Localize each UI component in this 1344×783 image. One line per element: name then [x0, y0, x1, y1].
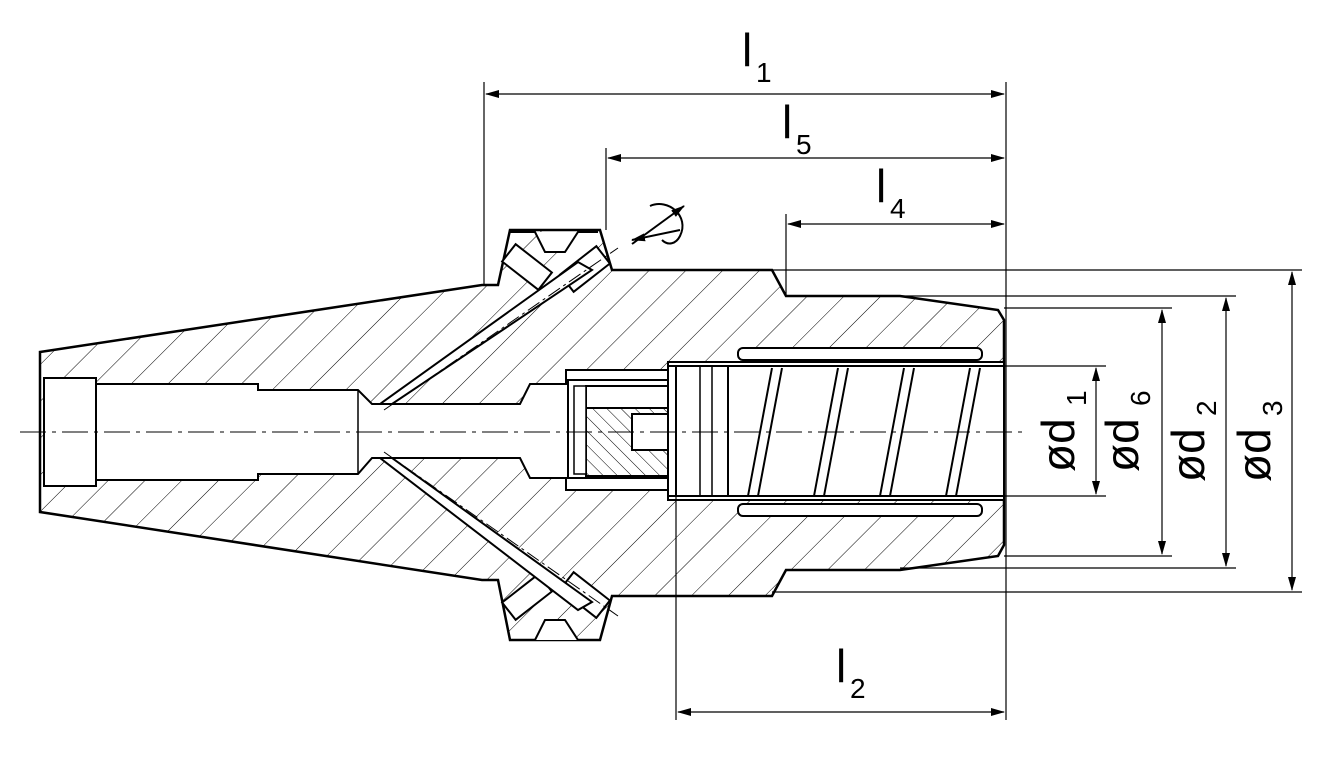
adjusting-screw	[567, 379, 669, 479]
label-l2: l 2	[836, 640, 866, 704]
label-d6-sub: 6	[1125, 390, 1156, 406]
label-d6: ød 6	[1096, 390, 1156, 472]
label-l2-sub: 2	[850, 673, 866, 704]
label-d1-sub: 1	[1061, 390, 1092, 406]
label-d3-sub: 3	[1257, 400, 1288, 416]
rotation-direction-icon	[631, 203, 685, 245]
collet	[667, 347, 1005, 517]
label-d2-main: ød	[1162, 428, 1214, 482]
coolant-channels	[376, 247, 619, 617]
label-l4-main: l	[876, 160, 886, 212]
label-d3-main: ød	[1228, 428, 1280, 482]
label-d1: ød 1	[1032, 390, 1092, 472]
label-l4-sub: 4	[890, 193, 906, 224]
label-d3: ød 3	[1228, 400, 1288, 482]
dimension-lines	[483, 82, 1302, 720]
label-l5-sub: 5	[796, 129, 812, 160]
label-l2-main: l	[836, 640, 846, 692]
label-l5-main: l	[782, 96, 792, 148]
label-l4: l 4	[876, 160, 906, 224]
label-l1-sub: 1	[756, 57, 772, 88]
label-d1-main: ød	[1032, 418, 1084, 472]
label-d2: ød 2	[1162, 400, 1222, 482]
label-d2-sub: 2	[1191, 400, 1222, 416]
label-l1-main: l	[742, 24, 752, 76]
label-d6-main: ød	[1096, 418, 1148, 472]
label-l1: l 1	[742, 24, 772, 88]
label-l5: l 5	[782, 96, 812, 160]
